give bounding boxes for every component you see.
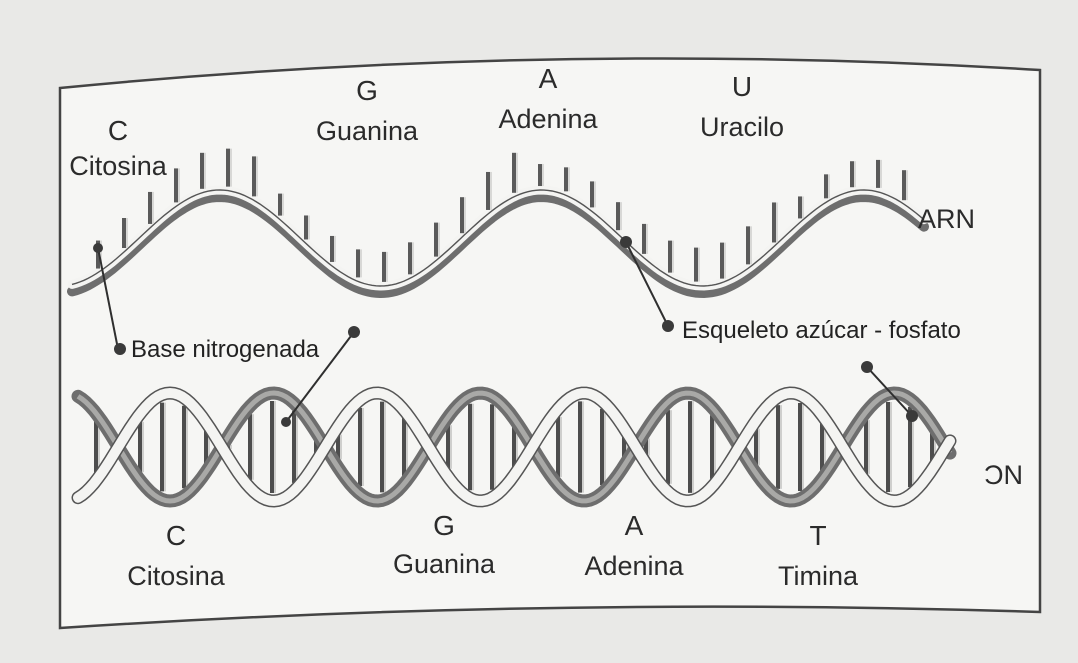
base-point-dna [281, 417, 291, 427]
rna-base-2-name: Guanina [316, 116, 419, 146]
dna-base-3-letter: A [625, 510, 644, 541]
dna-base-2-letter: G [433, 510, 455, 541]
backbone-leader-line-rna [625, 241, 669, 327]
backbone-callout-label: Esqueleto azúcar - fosfato [682, 317, 961, 344]
rna-backbone-edge [71, 189, 925, 287]
rna-base-2-letter: G [356, 75, 378, 106]
dna-base-1-name: Citosina [127, 561, 226, 591]
rna-base-1-letter: C [108, 115, 128, 146]
dna-base-4-name: Timina [778, 561, 859, 591]
dna-helix [71, 386, 957, 508]
dna-strand-front [73, 387, 955, 507]
backbone-point-dna [906, 410, 918, 422]
backbone-callout-dot-2 [861, 361, 873, 373]
rna-label: ARN [918, 204, 975, 234]
rna-base-3-name: Adenina [498, 104, 598, 134]
rna-base-1-name: Citosina [69, 151, 168, 181]
base-callout-label: Base nitrogenada [131, 336, 320, 363]
rna-helix [67, 148, 929, 299]
backbone-point-rna [620, 236, 632, 248]
base-callout-dot [114, 343, 126, 355]
rna-base-4-name: Uracilo [700, 112, 784, 142]
base-point-rna [93, 243, 103, 253]
dna-base-4-letter: T [809, 520, 826, 551]
dna-base-3-name: Adenina [584, 551, 684, 581]
backbone-leader-line-dna [866, 366, 913, 417]
base-leader-line-rna [97, 247, 119, 350]
base-callout-dot-2 [348, 326, 360, 338]
backbone-callout-dot [662, 320, 674, 332]
dna-label: ƆN [984, 460, 1023, 490]
rna-base-3-letter: A [539, 63, 558, 94]
base-leader-line-dna [285, 331, 355, 423]
rna-backbone-shadow [67, 191, 929, 299]
dna-base-1-letter: C [166, 520, 186, 551]
dna-base-2-name: Guanina [393, 549, 496, 579]
rna-base-4-letter: U [732, 71, 752, 102]
